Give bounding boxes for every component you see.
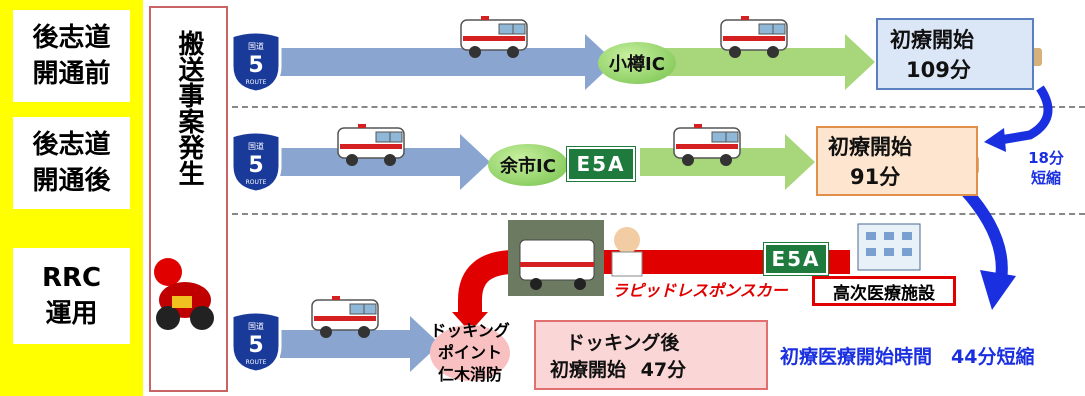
svg-text:ROUTE: ROUTE <box>246 79 267 86</box>
result-title: 初療開始 <box>890 28 974 52</box>
reduction-label-line1: 18分 <box>1028 149 1064 167</box>
reduction-arrowhead-1 <box>984 128 1006 152</box>
row-label-rrc-line2: 運用 <box>45 299 98 329</box>
hospital-icon <box>857 223 921 271</box>
e5a-sign-row3: E5A <box>763 242 829 276</box>
svg-text:5: 5 <box>248 153 263 178</box>
e5a-sign-row2: E5A <box>566 146 636 182</box>
route-arrow-row1 <box>280 34 615 90</box>
result-time: 91分 <box>850 165 901 189</box>
reduction-label-line2: 短縮 <box>1030 169 1061 187</box>
yoichi-ic-badge: 余市IC <box>488 144 568 186</box>
row-label-after-line2: 開通後 <box>32 166 111 196</box>
route5-shield-row3: 国道 5 ROUTE <box>228 310 284 374</box>
svg-text:国道: 国道 <box>248 41 264 51</box>
svg-text:ROUTE: ROUTE <box>246 179 267 186</box>
docking-line3: 仁木消防 <box>437 365 502 384</box>
docking-line1: ドッキング <box>430 321 510 340</box>
row-label-rrc: RRC 運用 <box>13 248 130 344</box>
docking-line2: ポイント <box>437 343 502 362</box>
svg-text:国道: 国道 <box>248 141 264 151</box>
result-detail: 初療開始 47分 <box>550 355 766 382</box>
row-label-before-line2: 開通前 <box>32 59 111 89</box>
reduction-arrowhead-2 <box>980 270 1016 310</box>
row-label-rrc-line1: RRC <box>41 263 102 293</box>
row-label-after-line1: 後志道 <box>32 130 111 160</box>
result-time: 47分 <box>640 359 687 381</box>
rapid-response-car-label: ラピッドレスポンスカー <box>612 281 788 300</box>
svg-text:5: 5 <box>248 333 263 358</box>
doctor-icon <box>614 227 640 253</box>
result-title: ドッキング後 <box>566 332 680 354</box>
result-box-row3: ドッキング後 初療開始 47分 <box>534 320 768 390</box>
rrc-bike-icon <box>154 258 182 286</box>
otaru-ic-badge: 小樽IC <box>598 42 676 84</box>
row-label-before: 後志道 開通前 <box>13 10 130 102</box>
result-time: 109分 <box>906 58 971 82</box>
docking-point-label: ドッキング ポイント 仁木消防 <box>422 320 518 386</box>
hospital-label: 高次医療施設 <box>812 276 956 306</box>
result-subtitle: 初療開始 <box>550 359 627 381</box>
result-box-row1: 初療開始 109分 <box>876 18 1034 90</box>
docking-point-glow <box>430 325 510 381</box>
route5-shield-row2: 国道 5 ROUTE <box>228 130 284 194</box>
expressway-arrow-row1 <box>640 34 875 90</box>
rapid-response-arrowhead <box>452 312 488 332</box>
reduction-arrow-1 <box>999 85 1053 145</box>
row-label-after: 後志道 開通後 <box>13 117 130 209</box>
svg-text:国道: 国道 <box>248 321 264 331</box>
row-label-before-line1: 後志道 <box>32 23 111 53</box>
row-divider <box>232 213 1085 215</box>
incident-label: 搬送事案発生 <box>174 30 204 186</box>
svg-text:ROUTE: ROUTE <box>246 359 267 366</box>
summary-reduction-text: 初療医療開始時間 44分短縮 <box>780 346 1035 368</box>
reduction-label-18: 18分 短縮 <box>1018 148 1074 188</box>
result-box-row2: 初療開始 91分 <box>816 126 978 196</box>
result-title: 初療開始 <box>828 135 912 159</box>
svg-text:5: 5 <box>248 53 263 78</box>
row-divider <box>232 106 1085 108</box>
route5-shield-row1: 国道 5 ROUTE <box>228 30 284 94</box>
